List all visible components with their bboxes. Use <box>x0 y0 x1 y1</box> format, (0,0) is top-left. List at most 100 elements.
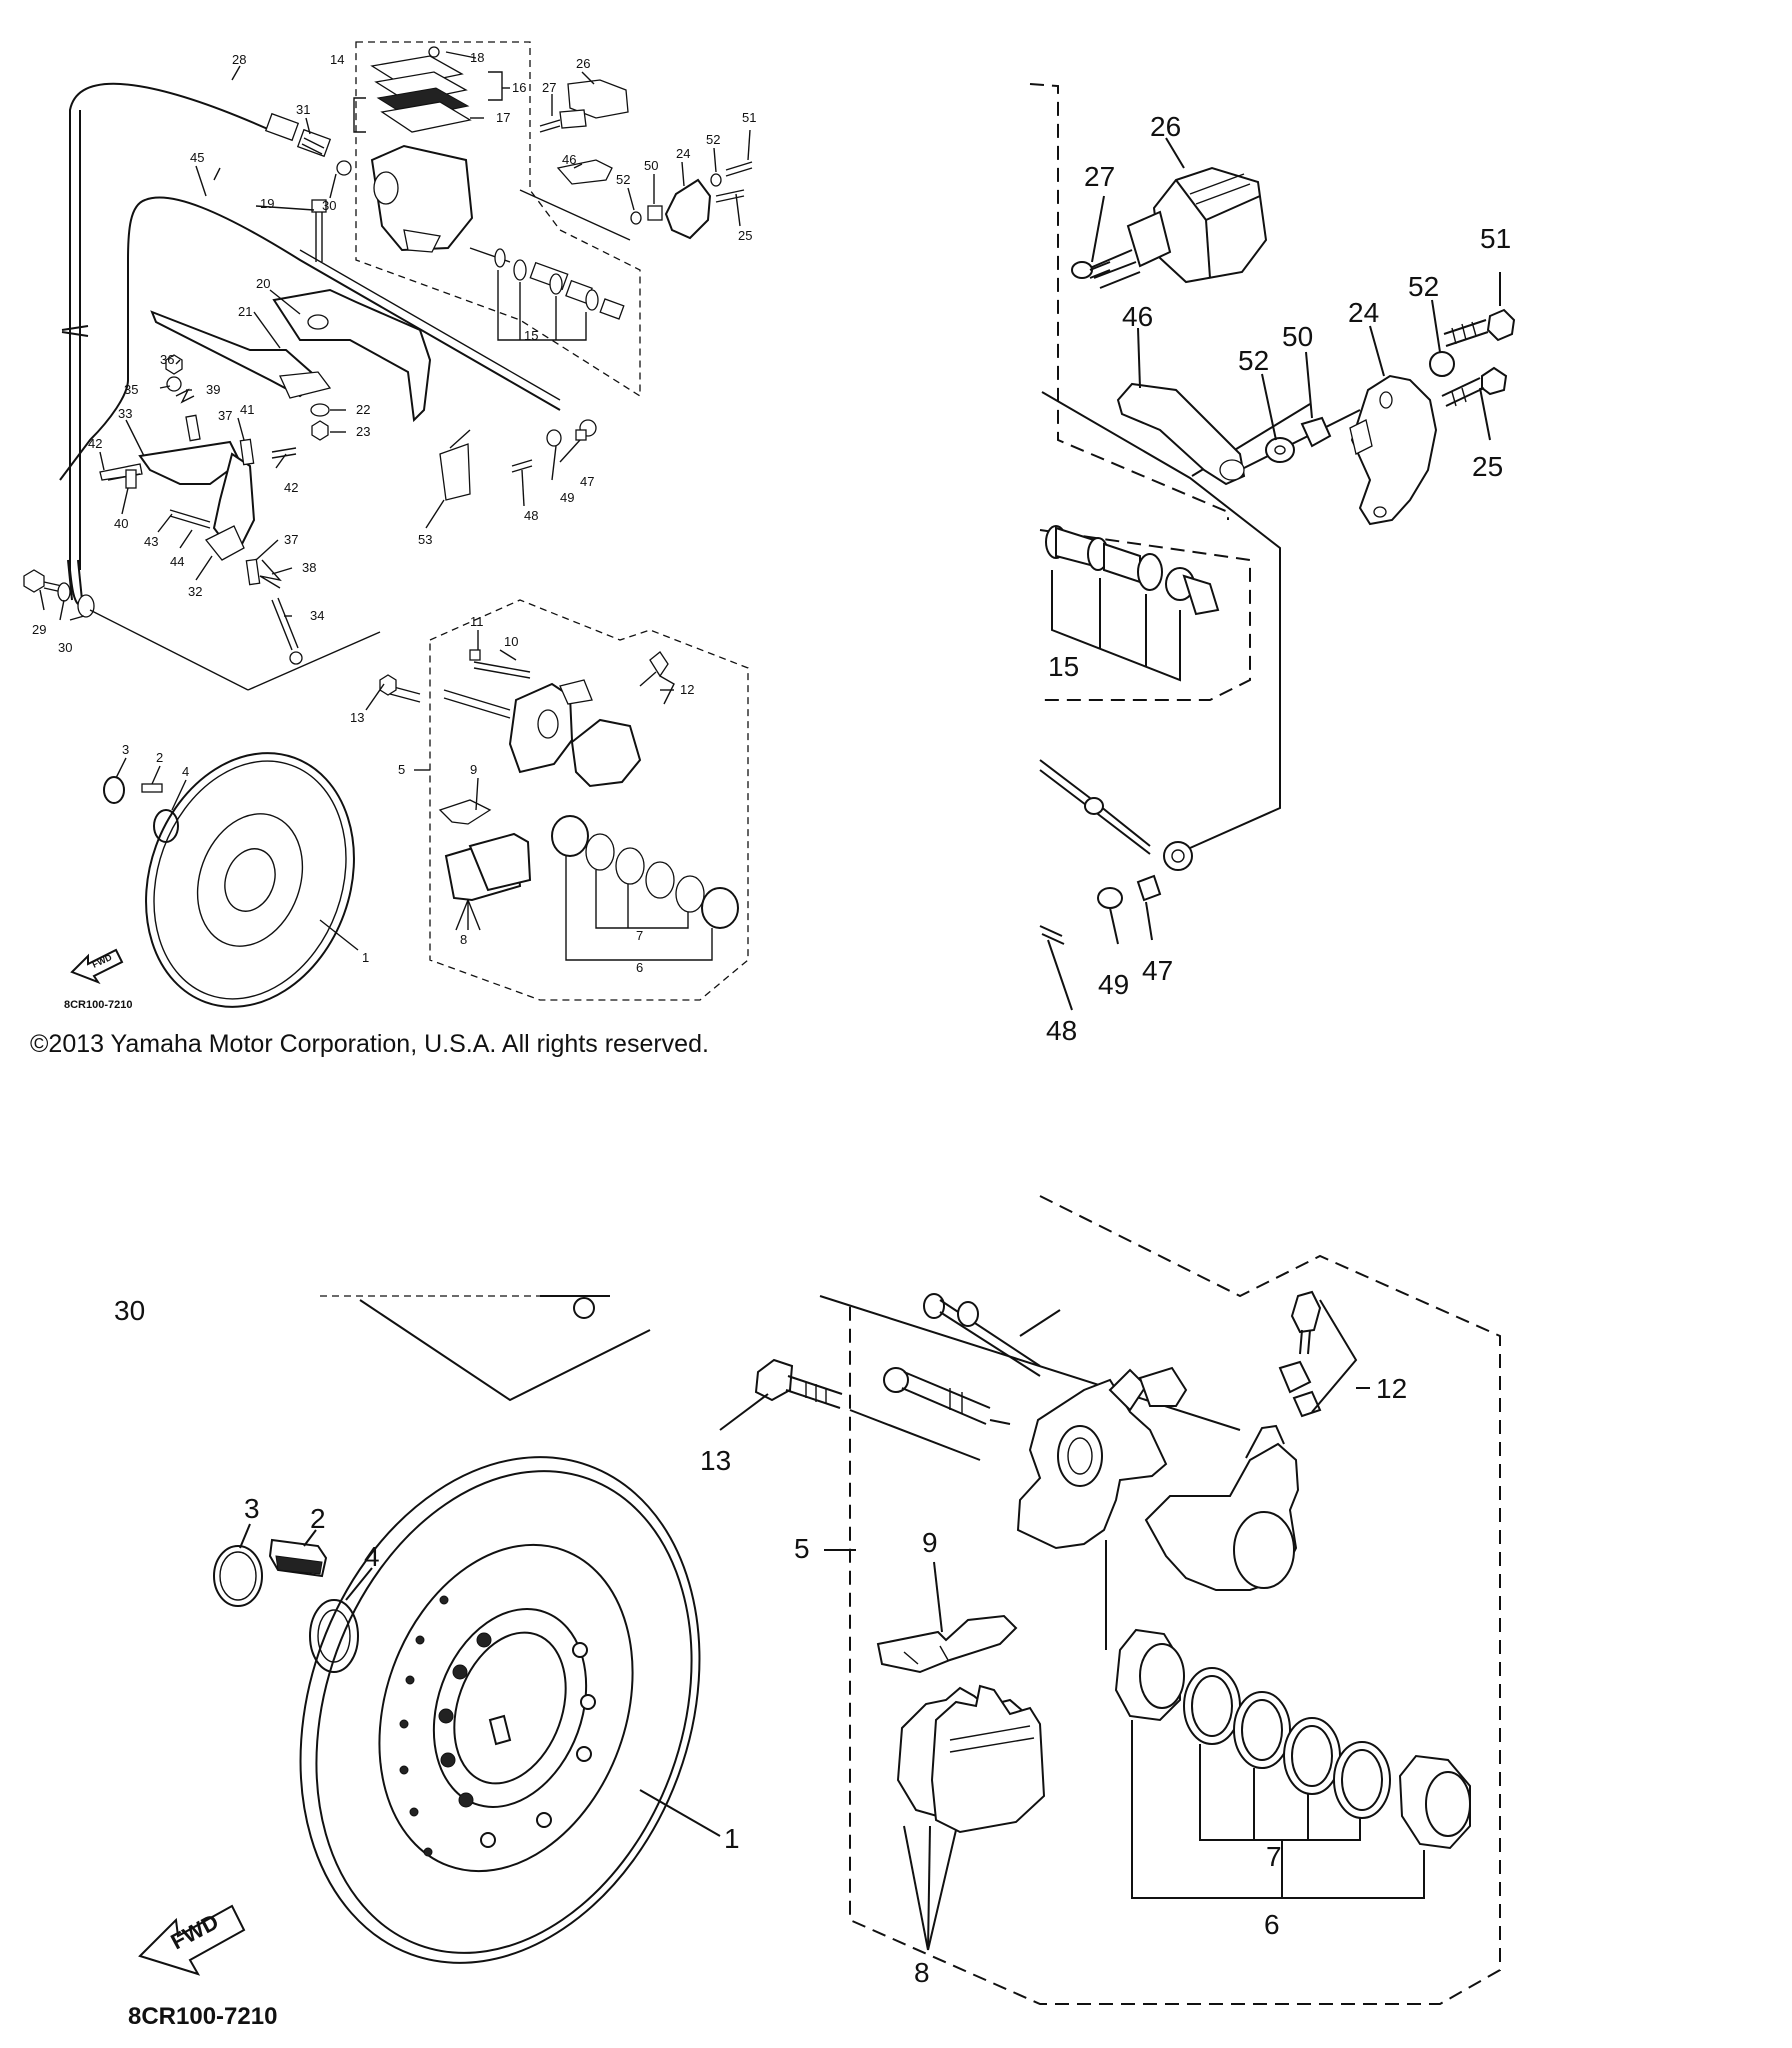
callout-51: 51 <box>742 110 756 125</box>
diagram-code-small: 8CR100-7210 <box>64 999 133 1011</box>
collar-47 <box>575 429 587 441</box>
washer-22 <box>310 403 330 417</box>
group-box-5 <box>429 599 749 1001</box>
caliper-overview <box>379 649 669 788</box>
washer-52b <box>1429 351 1455 377</box>
detail-callout-50: 50 <box>1282 321 1313 352</box>
callout-50: 50 <box>644 158 658 173</box>
callout-21: 21 <box>238 304 252 319</box>
master-cylinder-body <box>370 144 474 253</box>
callout-23: 23 <box>356 424 370 439</box>
detail-callout-24: 24 <box>1348 297 1379 328</box>
callout-48: 48 <box>524 508 538 523</box>
callout-43: 43 <box>144 534 158 549</box>
detail-callout-15: 15 <box>1048 651 1079 682</box>
washer-4 <box>309 1599 359 1673</box>
callout-46: 46 <box>562 152 576 167</box>
collar-50 <box>1300 416 1332 448</box>
callout-2: 2 <box>156 750 163 765</box>
detail-callout-7: 7 <box>1266 1841 1282 1872</box>
washer-30a <box>57 582 71 602</box>
callout-26: 26 <box>576 56 590 71</box>
callout-45: 45 <box>190 150 204 165</box>
callout-52a: 52 <box>616 172 630 187</box>
detail-lower-callout-labels: 3 2 4 1 13 5 9 8 7 6 12 30 <box>114 1295 1407 1988</box>
brake-disc-1 <box>299 1456 701 1964</box>
callout-12: 12 <box>680 682 694 697</box>
callout-53: 53 <box>418 532 432 547</box>
brake-pads-8 <box>896 1684 1046 1834</box>
detail-upper: 26 27 46 52 50 24 52 51 25 15 47 49 48 <box>1029 83 1516 1046</box>
detail-lower-dashed-border <box>849 1195 1501 2005</box>
callout-14: 14 <box>330 52 344 67</box>
caliper-bracket <box>1016 1366 1188 1550</box>
callout-30-bottom: 30 <box>58 640 72 655</box>
nut-23 <box>311 420 329 441</box>
cable-adjuster-31 <box>264 112 352 176</box>
detail-callout-30: 30 <box>114 1295 145 1326</box>
callout-39: 39 <box>206 382 220 397</box>
cable-end-detail <box>1039 759 1193 945</box>
pin-10 <box>923 1293 1041 1377</box>
callout-15: 15 <box>524 328 538 343</box>
callout-31: 31 <box>296 102 310 117</box>
callout-40: 40 <box>114 516 128 531</box>
callout-37a: 37 <box>218 408 232 423</box>
group-box-14 <box>355 41 641 398</box>
overview-diagram: FWD 8CR100-7210 <box>23 41 756 1011</box>
screw-27 <box>1071 261 1111 279</box>
brake-disc-overview <box>145 752 355 1008</box>
washer-52a <box>1265 437 1295 463</box>
brake-switch-26 <box>1089 166 1268 289</box>
callout-6: 6 <box>636 960 643 975</box>
detail-callout-27: 27 <box>1084 161 1115 192</box>
detail-callout-9: 9 <box>922 1527 938 1558</box>
callout-49: 49 <box>560 490 574 505</box>
washer-30b <box>77 594 95 618</box>
piston-kit-15-detail <box>1045 525 1220 682</box>
callout-32: 32 <box>188 584 202 599</box>
detail-callout-13: 13 <box>700 1445 731 1476</box>
cable-45 <box>59 196 561 481</box>
fwd-arrow: FWD <box>138 1904 246 1976</box>
detail-upper-dashed-border <box>1029 83 1229 520</box>
detail-callout-25: 25 <box>1472 451 1503 482</box>
callout-36: 36 <box>160 352 174 367</box>
detail-callout-4: 4 <box>364 1541 380 1572</box>
overview-leaders <box>39 51 751 951</box>
decal-53 <box>439 443 471 501</box>
detail-callout-5: 5 <box>794 1533 810 1564</box>
callout-27: 27 <box>542 80 556 95</box>
callout-24: 24 <box>676 146 690 161</box>
circlip-3 <box>213 1545 263 1607</box>
key-2-small <box>141 783 163 793</box>
callout-38: 38 <box>302 560 316 575</box>
detail-callout-3: 3 <box>244 1493 260 1524</box>
callout-11: 11 <box>470 614 484 629</box>
pads-overview <box>438 799 532 931</box>
brake-lever-46 <box>1116 382 1246 486</box>
callout-28: 28 <box>232 52 246 67</box>
cable-28 <box>69 82 271 605</box>
detail-callout-51: 51 <box>1480 223 1511 254</box>
detail-callout-52b: 52 <box>1408 271 1439 302</box>
detail-upper-leaders <box>1047 137 1501 1011</box>
callout-29: 29 <box>32 622 46 637</box>
reservoir-cap <box>370 46 472 133</box>
copyright-notice: ©2013 Yamaha Motor Corporation, U.S.A. A… <box>30 1030 709 1058</box>
detail-lower: 3 2 4 1 13 5 9 8 7 6 12 30 FWD 8CR100-72… <box>114 1195 1501 2030</box>
detail-lower-leaders <box>239 1309 1370 1951</box>
callout-35: 35 <box>124 382 138 397</box>
callout-19: 19 <box>260 196 274 211</box>
slide-pin <box>883 1367 1011 1425</box>
overview-callout-labels: 28 31 30 19 45 20 21 22 23 14 18 16 17 1… <box>32 50 756 975</box>
callout-33: 33 <box>118 406 132 421</box>
piston-kit-15 <box>469 247 625 341</box>
callout-41: 41 <box>240 402 254 417</box>
callout-16: 16 <box>512 80 526 95</box>
detail-callout-49: 49 <box>1098 969 1129 1000</box>
washer-49 <box>546 429 562 447</box>
detail-callout-6: 6 <box>1264 1909 1280 1940</box>
detail-callout-47: 47 <box>1142 955 1173 986</box>
detail-callout-48: 48 <box>1046 1015 1077 1046</box>
